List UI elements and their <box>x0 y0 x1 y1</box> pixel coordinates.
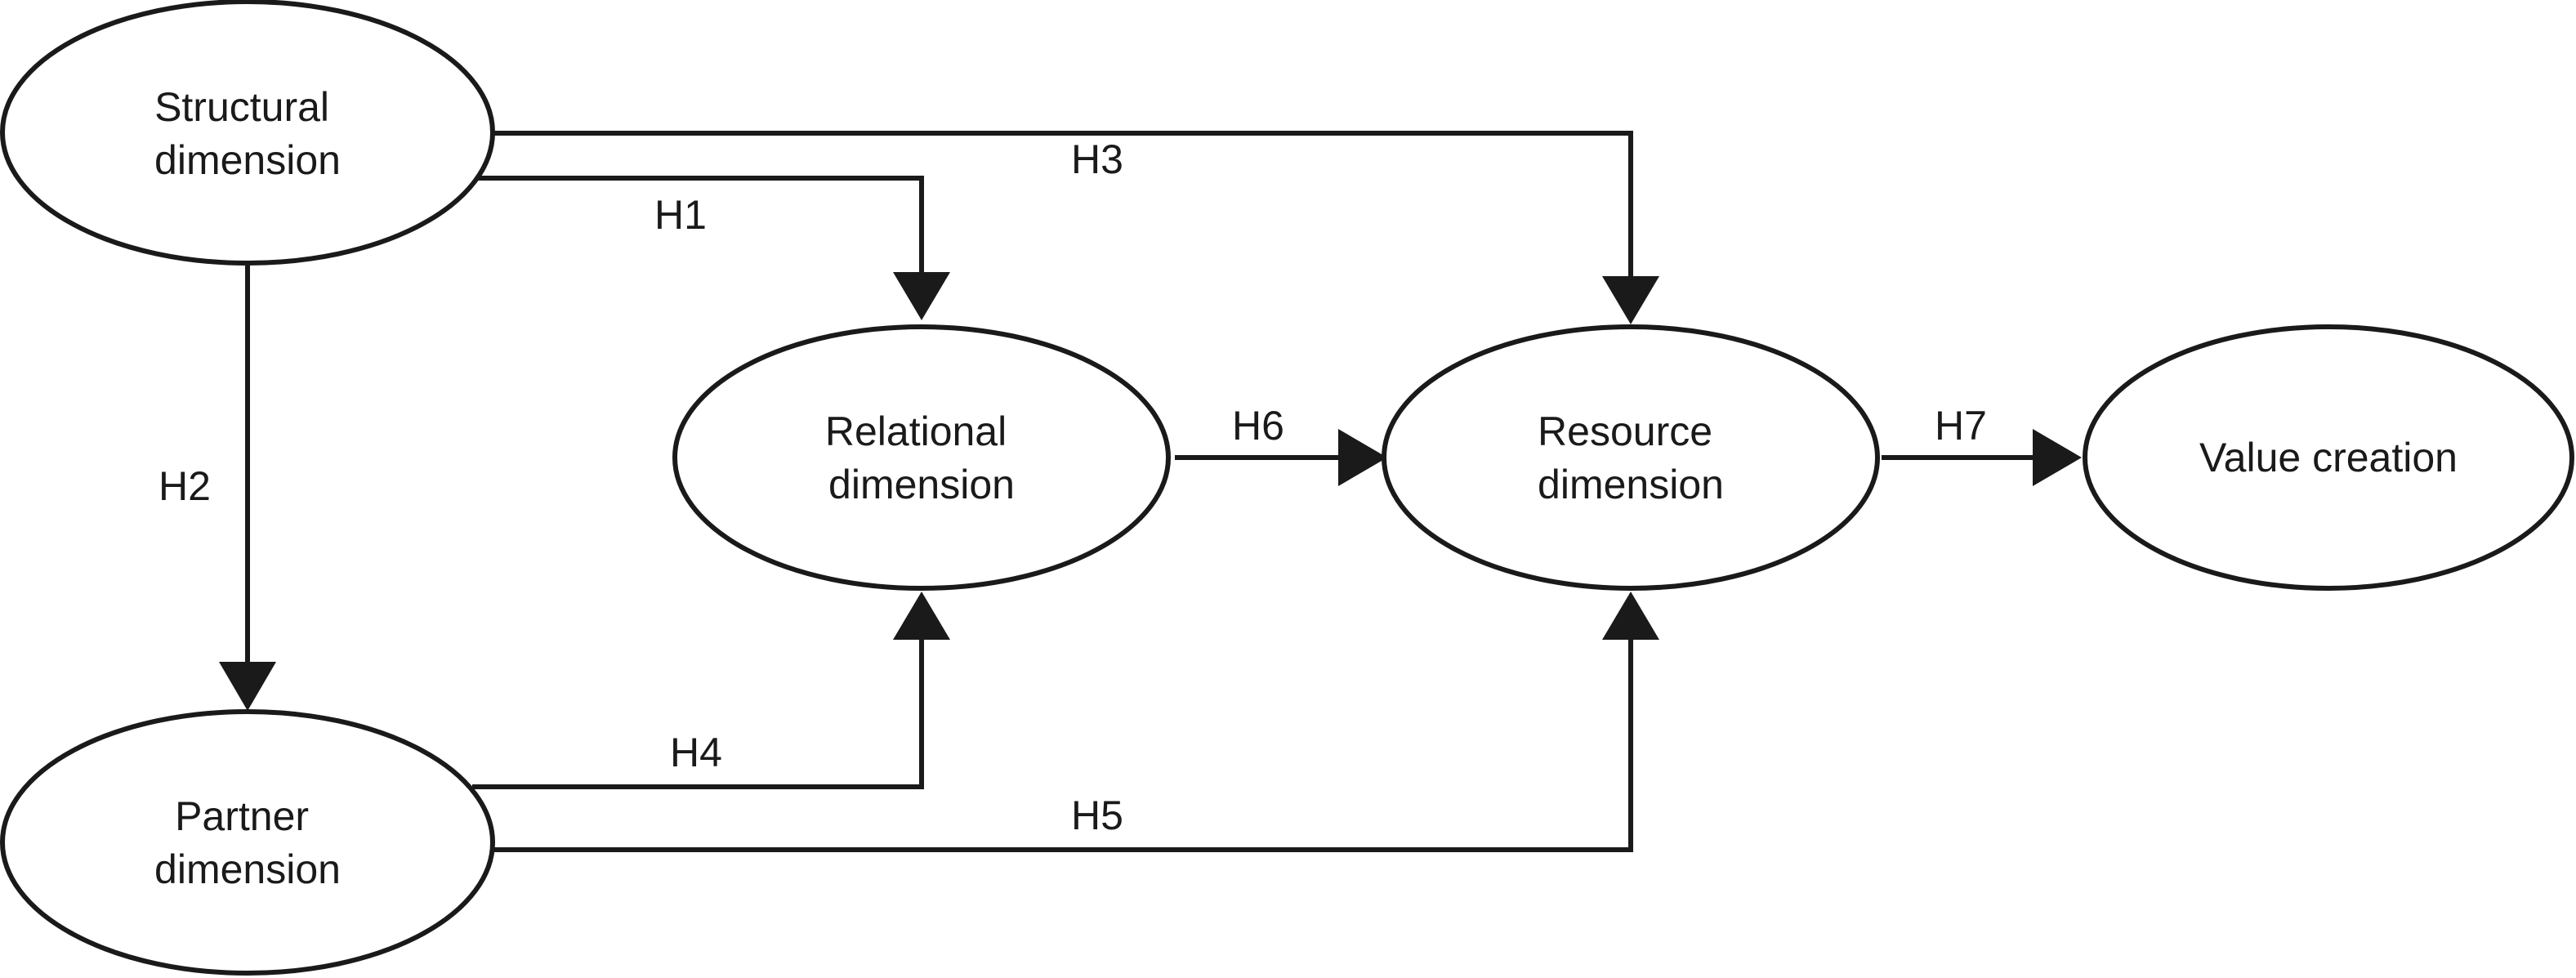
node-value-creation: Value creation <box>2083 324 2574 591</box>
node-structural-dimension: Structural dimension <box>0 0 495 266</box>
node-relational-ellipse <box>672 324 1171 591</box>
node-structural-ellipse <box>0 0 495 266</box>
node-relational-label: Relational dimension <box>825 409 1018 507</box>
node-value-label: Value creation <box>2199 435 2458 480</box>
node-partner-ellipse <box>0 709 495 976</box>
edge-h6-label: H6 <box>1232 403 1284 449</box>
node-relational-label-line-1: Relational <box>825 409 1007 454</box>
node-resource-dimension: Resource dimension <box>1382 324 1880 591</box>
node-structural-label-line-1: Structural <box>154 84 329 130</box>
node-partner-dimension: Partner dimension <box>0 709 495 976</box>
node-resource-label: Resource dimension <box>1538 409 1724 507</box>
node-value-ellipse <box>2083 324 2574 591</box>
node-resource-ellipse <box>1382 324 1880 591</box>
node-resource-label-line-1: Resource <box>1538 409 1712 454</box>
edge-h2-label: H2 <box>158 463 211 509</box>
edges <box>219 131 2082 852</box>
node-resource-label-line-2: dimension <box>1538 462 1724 507</box>
edge-h3-line <box>493 131 1633 278</box>
node-value-label-line-1: Value creation <box>2199 435 2458 480</box>
node-partner-label-line-2: dimension <box>154 846 341 892</box>
edge-h5-label: H5 <box>1071 793 1123 838</box>
edge-h3-label: H3 <box>1071 136 1123 182</box>
edge-h7-label: H7 <box>1935 403 1987 449</box>
edge-h1-label: H1 <box>654 192 707 238</box>
edge-h5-arrowhead <box>1602 592 1659 640</box>
node-structural-label: Structural dimension <box>154 84 341 183</box>
node-partner-label-line-1: Partner <box>175 793 309 839</box>
edge-h6-arrowhead <box>1338 429 1387 486</box>
edge-h2-arrowhead <box>219 662 276 711</box>
edge-h7-arrowhead <box>2033 429 2082 486</box>
node-partner-label: Partner dimension <box>154 793 341 892</box>
edge-h4-arrowhead <box>893 592 950 640</box>
edge-h5-line <box>493 638 1633 852</box>
node-relational-dimension: Relational dimension <box>672 324 1171 591</box>
edge-labels: H1 H2 H3 H4 H5 H6 H7 <box>158 136 1987 838</box>
edge-h1-line <box>474 176 924 274</box>
edge-h4-label: H4 <box>670 730 722 775</box>
edge-h3-arrowhead <box>1602 276 1659 324</box>
node-structural-label-line-2: dimension <box>154 137 341 183</box>
node-relational-label-line-2: dimension <box>828 462 1015 507</box>
edge-h4-line <box>472 638 924 789</box>
edge-h1-arrowhead <box>893 272 950 320</box>
